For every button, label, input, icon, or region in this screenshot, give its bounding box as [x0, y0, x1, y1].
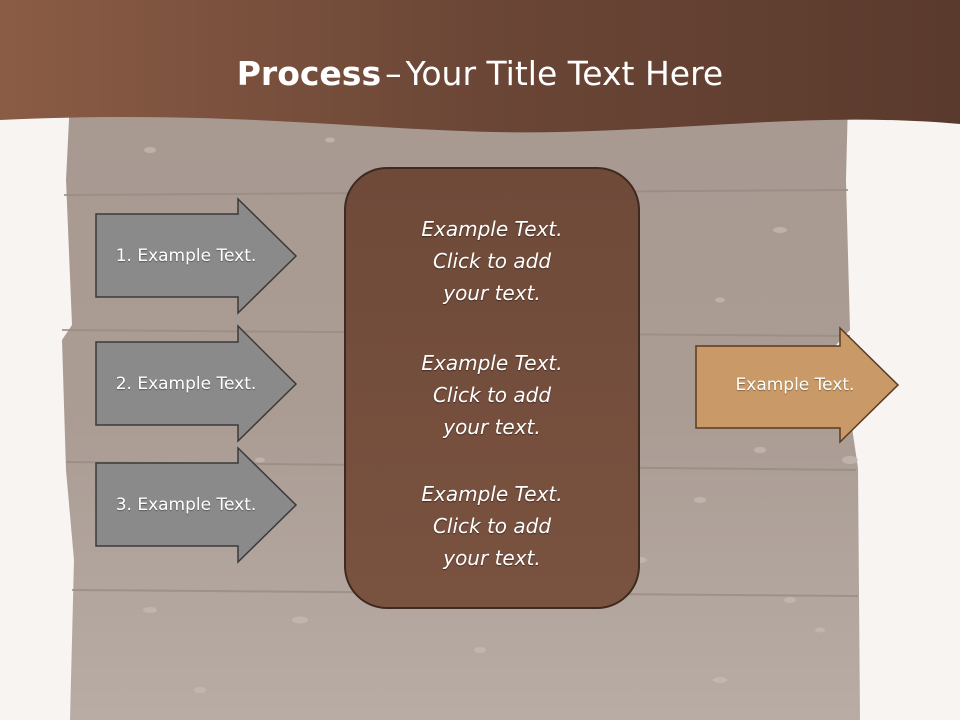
center-text-line: your text.: [443, 281, 541, 305]
center-text-line: Example Text.: [421, 217, 563, 241]
step-arrow-2[interactable]: [95, 324, 298, 443]
result-arrow-label: Example Text.: [735, 375, 855, 395]
step-arrow-2-label: 2. Example Text.: [115, 374, 257, 394]
slide-title[interactable]: Process–Your Title Text Here: [0, 52, 960, 96]
step-arrow-3[interactable]: [95, 446, 298, 564]
center-text-line: Click to add: [432, 383, 552, 407]
center-box-text-area: Example Text. Click to add your text. Ex…: [345, 168, 639, 608]
center-text-line: your text.: [443, 546, 541, 570]
step-arrow-1[interactable]: [95, 197, 298, 315]
center-text-line: Click to add: [432, 514, 552, 538]
title-rest-text: Your Title Text Here: [405, 54, 724, 93]
center-content-box[interactable]: [344, 167, 640, 609]
center-text-line: Example Text.: [421, 482, 563, 506]
center-text-line: Example Text.: [421, 351, 563, 375]
center-text-line: your text.: [443, 415, 541, 439]
step-arrow-3-label: 3. Example Text.: [115, 495, 257, 515]
center-text-block-3: Example Text. Click to add your text.: [345, 478, 639, 574]
header-band: [0, 0, 960, 133]
center-text-line: Click to add: [432, 249, 552, 273]
center-text-block-2: Example Text. Click to add your text.: [345, 347, 639, 443]
title-bold-text: Process: [236, 54, 382, 93]
title-separator: –: [385, 54, 402, 93]
center-text-block-1: Example Text. Click to add your text.: [345, 213, 639, 309]
step-arrow-1-label: 1. Example Text.: [115, 246, 257, 266]
result-arrow[interactable]: [695, 326, 900, 444]
